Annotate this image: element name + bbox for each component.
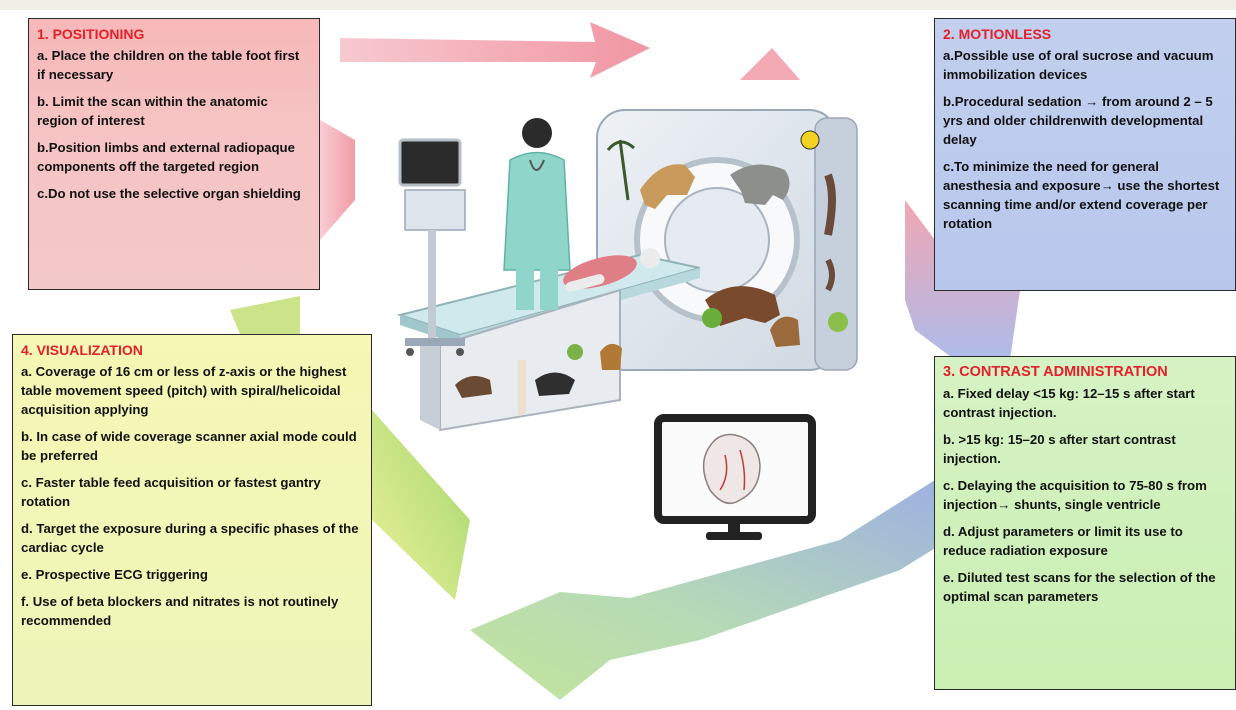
- motionless-box: 2. MOTIONLESS a.Possible use of oral suc…: [934, 18, 1236, 291]
- positioning-title: 1. POSITIONING: [37, 26, 145, 42]
- visualization-item: e. Prospective ECG triggering: [21, 567, 208, 582]
- contrast-item: e. Diluted test scans for the selection …: [943, 570, 1216, 604]
- nurse-icon: [503, 118, 571, 310]
- visualization-item: f. Use of beta blockers and nitrates is …: [21, 594, 339, 628]
- arrow-top-small: [740, 48, 800, 80]
- visualization-item: c. Faster table feed acquisition or fast…: [21, 475, 321, 509]
- contrast-item: b. >15 kg: 15–20 s after start contrast …: [943, 432, 1176, 466]
- child-patient-icon: [563, 248, 660, 292]
- ct-scanner-icon: [596, 109, 858, 371]
- visualization-item: b. In case of wide coverage scanner axia…: [21, 429, 357, 463]
- arrow-left-top: [320, 120, 355, 240]
- positioning-box: 1. POSITIONING a. Place the children on …: [28, 18, 320, 290]
- contrast-item: d. Adjust parameters or limit its use to…: [943, 524, 1183, 558]
- visualization-box: 4. VISUALIZATION a. Coverage of 16 cm or…: [12, 334, 372, 706]
- arrow-bottom: [470, 480, 980, 700]
- positioning-item: c.Do not use the selective organ shieldi…: [37, 186, 301, 201]
- visualization-item: d. Target the exposure during a specific…: [21, 521, 359, 555]
- motionless-item: a.Possible use of oral sucrose and vacuu…: [943, 48, 1214, 82]
- arrow-top: [340, 22, 650, 78]
- contrast-item: a. Fixed delay <15 kg: 12–15 s after sta…: [943, 386, 1195, 420]
- arrow-left-large: [372, 410, 470, 600]
- motionless-title: 2. MOTIONLESS: [943, 26, 1052, 42]
- positioning-item: b. Limit the scan within the anatomic re…: [37, 94, 268, 128]
- contrast-item: c. Delaying the acquisition to 75-80 s f…: [943, 478, 1207, 512]
- heart-monitor-icon: [654, 414, 816, 540]
- arrow-left: [230, 296, 300, 334]
- contrast-administration-box: 3. CONTRAST ADMINISTRATION a. Fixed dela…: [934, 356, 1236, 690]
- top-strip: [0, 0, 1236, 10]
- contrast-administration-title: 3. CONTRAST ADMINISTRATION: [943, 364, 1168, 380]
- positioning-item: a. Place the children on the table foot …: [37, 48, 300, 82]
- motionless-item: b.Procedural sedation → from around 2 – …: [943, 94, 1213, 147]
- visualization-item: a. Coverage of 16 cm or less of z-axis o…: [21, 364, 347, 417]
- positioning-item: b.Position limbs and external radiopaque…: [37, 140, 295, 174]
- monitor-cart-icon: [398, 138, 466, 356]
- visualization-title: 4. VISUALIZATION: [21, 342, 143, 358]
- motionless-item: c.To minimize the need for general anest…: [943, 159, 1220, 231]
